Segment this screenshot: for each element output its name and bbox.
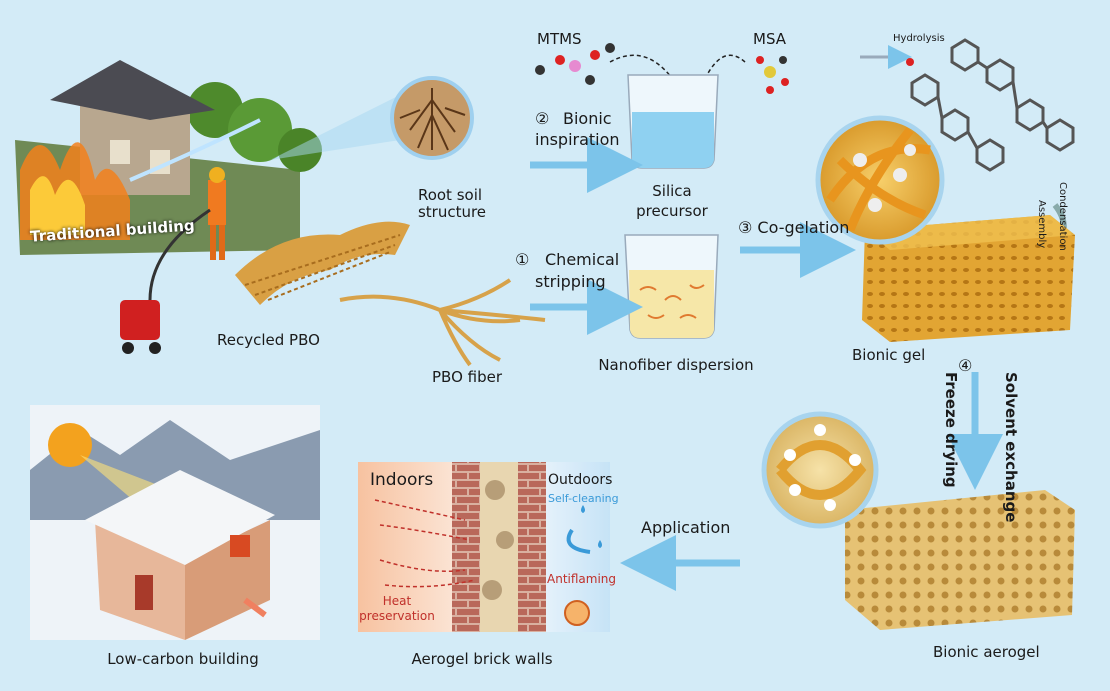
label-application: Application: [641, 518, 731, 537]
bionic-gel-illustration: [815, 115, 1075, 342]
nanofiber-dispersion-beaker: [624, 234, 719, 339]
label-outdoors: Outdoors: [548, 472, 613, 488]
aerogel-brick-wall-panel: [358, 462, 610, 632]
step4-number: ④: [958, 356, 973, 375]
step1-number: ①: [515, 250, 530, 269]
label-bionic-gel: Bionic gel: [852, 346, 926, 364]
label-low-carbon-building: Low-carbon building: [107, 650, 259, 668]
step3-label: ③ Co-gelation: [738, 218, 850, 237]
step2-label-2: inspiration: [535, 130, 620, 149]
label-antiflaming: Antiflaming: [547, 572, 617, 586]
silica-precursor-beaker: [627, 74, 719, 169]
label-root-soil-1: Root soil: [417, 186, 483, 204]
pbo-molecular-chain: [910, 38, 1075, 258]
label-root-soil-2: structure: [417, 203, 487, 221]
process-arrows: [530, 45, 1003, 591]
label-assembly: Assembly: [1036, 200, 1047, 249]
step1-label-1: Chemical: [545, 250, 620, 269]
label-msa: MSA: [753, 30, 787, 48]
label-aerogel-brick-walls: Aerogel brick walls: [411, 650, 553, 668]
step2-number: ②: [535, 109, 550, 128]
label-self-cleaning: Self-cleaning: [548, 492, 619, 505]
label-condensation: Condensation: [1057, 182, 1068, 251]
bionic-aerogel-illustration: [761, 411, 1075, 630]
root-soil-illustration: [270, 76, 474, 160]
label-mtms: MTMS: [537, 30, 582, 48]
label-solvent-exchange: Solvent exchange: [1002, 372, 1020, 523]
label-pbo-fiber: PBO fiber: [432, 368, 503, 386]
label-indoors: Indoors: [370, 470, 434, 490]
label-bionic-aerogel: Bionic aerogel: [933, 643, 1040, 661]
mtms-msa-molecules: [535, 43, 789, 94]
label-freeze-drying: Freeze drying: [942, 372, 960, 488]
label-silica-1: Silica: [652, 182, 692, 200]
traditional-building-scene: [15, 60, 322, 354]
pbo-fabric-illustration: [235, 221, 546, 367]
step2-label-1: Bionic: [563, 109, 612, 128]
label-nanofiber-dispersion: Nanofiber dispersion: [598, 356, 754, 374]
step1-label-2: stripping: [535, 272, 606, 291]
label-recycled-pbo: Recycled PBO: [217, 331, 320, 349]
label-heat-1: Heat: [382, 594, 412, 608]
label-heat-2: preservation: [359, 609, 435, 623]
label-hydrolysis: Hydrolysis: [893, 33, 945, 44]
label-silica-2: precursor: [636, 202, 708, 220]
low-carbon-building-scene: [30, 405, 320, 640]
